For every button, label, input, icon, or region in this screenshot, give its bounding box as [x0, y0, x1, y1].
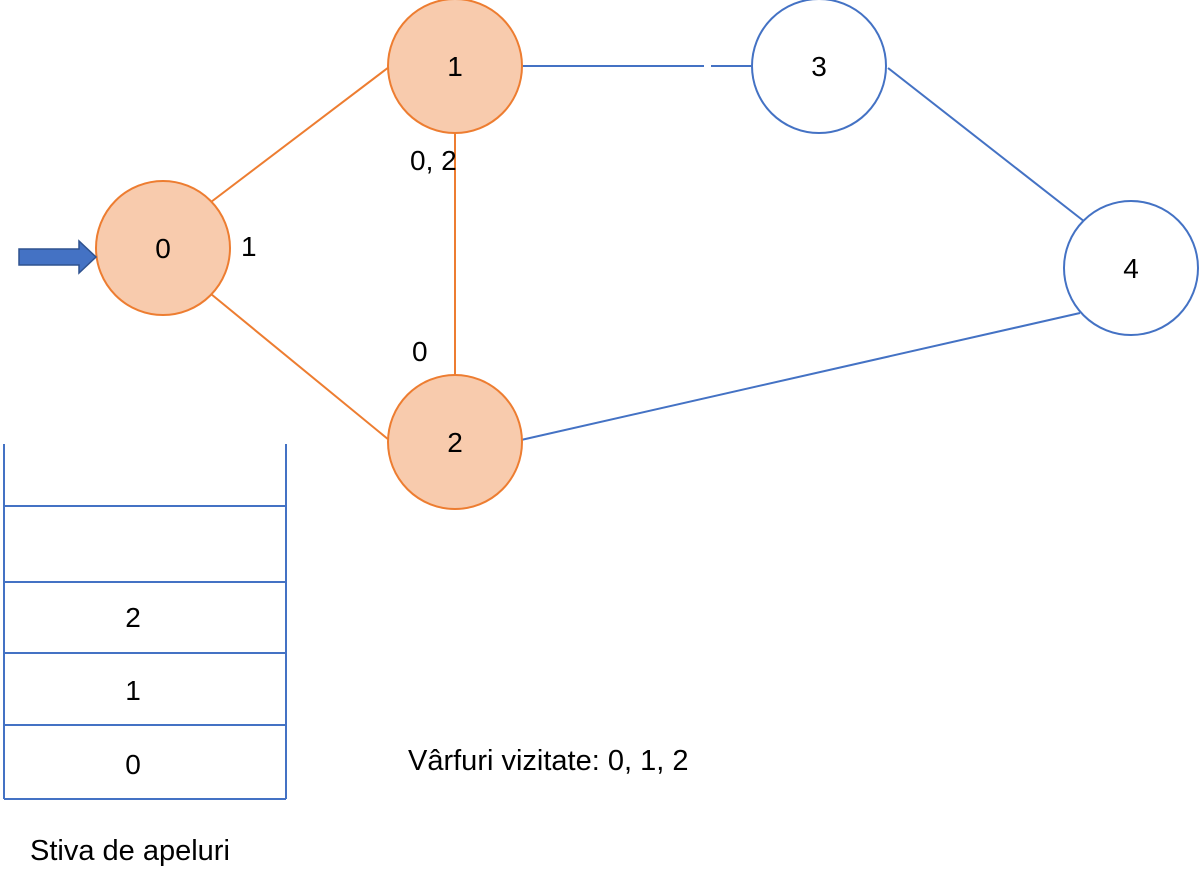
stack-cell-2: 2 [125, 602, 141, 633]
visited-vertices-caption: Vârfuri vizitate: 0, 1, 2 [408, 745, 689, 777]
edge-0-1 [210, 66, 390, 203]
edge-2-4 [520, 312, 1081, 441]
graph-nodes: 0 1 2 3 4 [95, 0, 1199, 510]
node-3: 3 [751, 0, 887, 134]
edge-0-2 [210, 293, 390, 441]
graph-edges [210, 65, 1086, 441]
stack-cell-0: 0 [125, 749, 141, 780]
node-2-annotation: 0 [412, 336, 428, 367]
node-1-label: 1 [447, 51, 463, 82]
node-annotations: 1 0, 2 0 [241, 145, 457, 367]
node-3-label: 3 [811, 51, 827, 82]
node-0-label: 0 [155, 233, 171, 264]
edge-3-4 [887, 67, 1086, 223]
call-stack-frame [3, 444, 287, 800]
node-2: 2 [387, 374, 523, 510]
call-stack-cells: 2 1 0 [125, 602, 141, 780]
node-0: 0 [95, 180, 231, 316]
node-2-label: 2 [447, 427, 463, 458]
node-1-annotation: 0, 2 [410, 145, 457, 176]
node-1: 1 [387, 0, 523, 134]
node-4-label: 4 [1123, 253, 1139, 284]
stack-cell-1: 1 [125, 675, 141, 706]
call-stack-caption: Stiva de apeluri [30, 835, 230, 867]
node-4: 4 [1063, 200, 1199, 336]
right-arrow-icon [18, 239, 98, 275]
node-0-annotation: 1 [241, 231, 257, 262]
